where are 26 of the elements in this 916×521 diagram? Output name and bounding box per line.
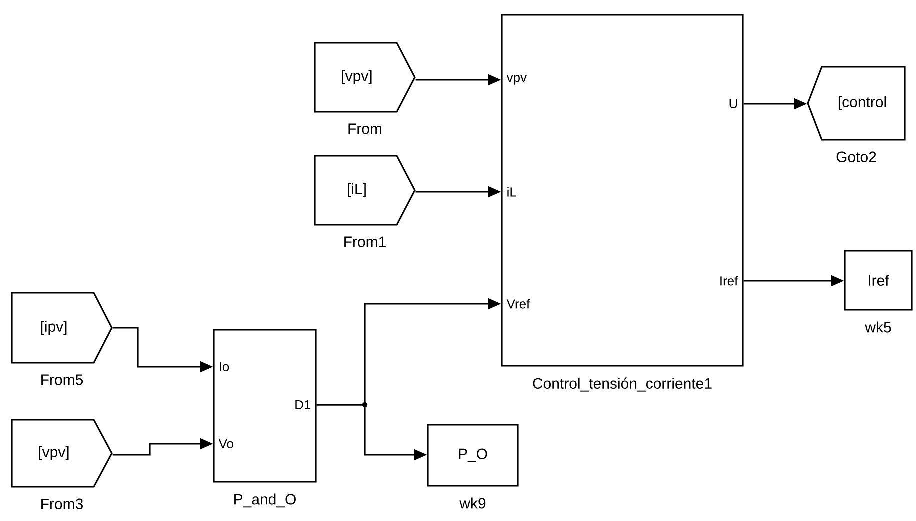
node-label: iL: [508, 187, 516, 197]
block-name: From5: [42, 374, 84, 386]
from-tag-block: [iL]: [314, 155, 416, 226]
node-label: D1: [296, 400, 311, 410]
workspace-block: P_O: [427, 424, 519, 487]
block-name: From3: [42, 498, 84, 510]
goto-tag-block: [control: [807, 66, 906, 141]
from-tag-block: [ipv]: [11, 292, 113, 364]
from-tag-block: [vpv]: [314, 42, 416, 113]
block-name: From1: [344, 236, 386, 248]
subsystem-block: Io Vo D1: [213, 329, 317, 483]
node-label: Vo: [218, 439, 234, 449]
block-name: From: [348, 124, 382, 134]
node-label: Io: [220, 362, 230, 372]
node-label: Iref: [720, 276, 738, 286]
block-name: Control_tensión_corriente1: [533, 378, 712, 392]
node-label: vpv: [506, 75, 527, 85]
node-label: Vref: [506, 299, 530, 309]
node-label: U: [730, 99, 738, 109]
workspace-block: Iref: [844, 250, 913, 311]
block-name: P_and_O: [234, 494, 296, 508]
subsystem-block: vpv iL Vref U Iref: [501, 14, 744, 367]
block-name: wk9: [460, 498, 486, 509]
block-name: wk5: [865, 322, 892, 333]
from-tag-block: [vpv]: [11, 419, 113, 488]
block-name: Goto2: [836, 152, 876, 162]
